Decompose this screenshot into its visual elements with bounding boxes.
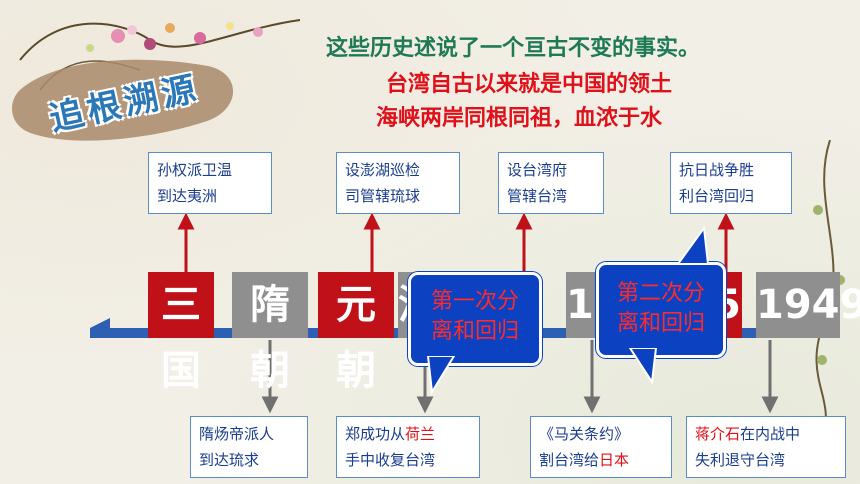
- callout-tail-2b: [628, 348, 658, 385]
- event-text-highlight: 日本: [599, 451, 630, 469]
- event-text: 司管辖琉球: [345, 187, 421, 205]
- event-text: 到达琉求: [199, 451, 260, 469]
- timeline-label: 三国: [161, 282, 201, 394]
- event-box-sui[interactable]: 隋炀帝派人 到达琉求: [190, 416, 308, 478]
- event-text: 管辖台湾: [507, 187, 568, 205]
- timeline-label: 1949: [756, 282, 860, 328]
- event-box-sanguo[interactable]: 孙权派卫温 到达夷洲: [148, 152, 272, 214]
- event-text-highlight: 蒋介石: [695, 425, 741, 443]
- callout-tail-2: [676, 226, 710, 265]
- callout-first-separation[interactable]: 第一次分离和回归: [408, 272, 542, 366]
- timeline-label: 元朝: [336, 282, 376, 394]
- event-text: 手中收复台湾: [345, 451, 436, 469]
- timeline-block-yuanchao[interactable]: 元朝: [318, 272, 394, 394]
- event-text: 利台湾回归: [679, 187, 755, 205]
- event-text: 到达夷洲: [157, 187, 218, 205]
- event-text: 郑成功从: [345, 425, 406, 443]
- event-box-zheng[interactable]: 郑成功从荷兰 手中收复台湾: [336, 416, 480, 478]
- timeline-block-1949[interactable]: 1949: [756, 272, 860, 338]
- callout-text: 第二次分离和回归: [616, 281, 705, 336]
- event-text: 设澎湖巡检: [345, 161, 421, 179]
- event-text: 设台湾府: [507, 161, 568, 179]
- timeline-label: 隋朝: [250, 282, 290, 394]
- callout-text: 第一次分离和回归: [430, 289, 519, 344]
- headline-line-3: 海峡两岸同根同祖，血浓于水: [376, 106, 663, 131]
- timeline-block-suichao[interactable]: 隋朝: [232, 272, 308, 394]
- event-text-highlight: 荷兰: [405, 425, 436, 443]
- callout-second-separation[interactable]: 第二次分离和回归: [596, 262, 726, 358]
- event-box-1949[interactable]: 蒋介石在内战中 失利退守台湾: [686, 416, 846, 478]
- callout-tail-1: [426, 356, 456, 396]
- event-text: 割台湾给: [539, 451, 600, 469]
- event-text: 隋炀帝派人: [199, 425, 275, 443]
- event-box-maguan[interactable]: 《马关条约》 割台湾给日本: [530, 416, 672, 478]
- event-text: 在内战中: [740, 425, 801, 443]
- event-text: 失利退守台湾: [695, 451, 786, 469]
- title-banner-shape: [12, 59, 234, 141]
- vine-decoration-top-left: [19, 19, 301, 91]
- event-box-qing[interactable]: 设台湾府 管辖台湾: [498, 152, 604, 214]
- event-text: 孙权派卫温: [157, 161, 233, 179]
- timeline-block-sanguo[interactable]: 三国: [148, 272, 214, 394]
- event-text: 抗日战争胜: [679, 161, 755, 179]
- event-box-1945[interactable]: 抗日战争胜 利台湾回归: [670, 152, 792, 214]
- event-box-yuan[interactable]: 设澎湖巡检 司管辖琉球: [336, 152, 460, 214]
- headline-line-1: 这些历史述说了一个亘古不变的事实。: [326, 36, 701, 61]
- headline-line-2: 台湾自古以来就是中国的领土: [386, 72, 673, 97]
- event-text: 《马关条约》: [539, 425, 630, 443]
